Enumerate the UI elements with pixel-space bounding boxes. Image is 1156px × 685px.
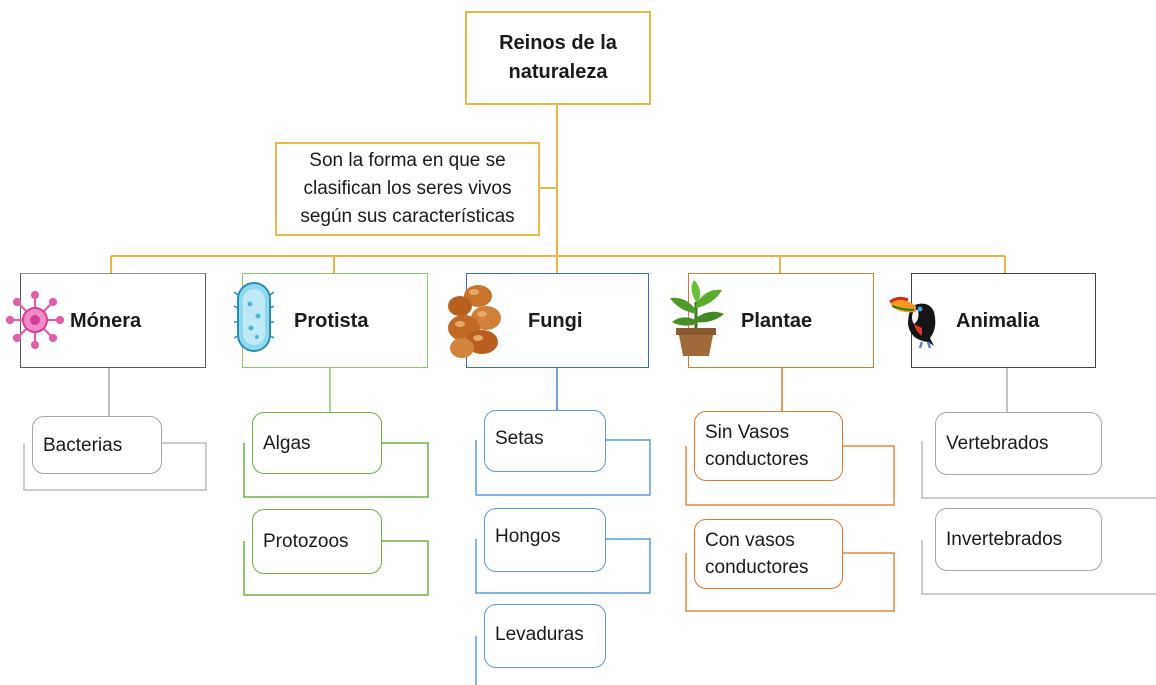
- definition-label: Son la forma en que se clasifican los se…: [300, 150, 515, 227]
- kingdom-protista: [242, 273, 428, 368]
- shadow-sin-vasos: [685, 445, 895, 506]
- potted-plant-icon: [664, 280, 728, 361]
- leaf-label: Hongos: [495, 526, 561, 547]
- bacillus-icon: [233, 280, 275, 359]
- kingdom-name-plantae: Plantae: [741, 310, 813, 332]
- leaf-levaduras: Levaduras: [484, 604, 606, 668]
- shadow-hongos: [475, 538, 651, 594]
- leaf-label: Setas: [495, 428, 544, 449]
- leaf-hongos: Hongos: [484, 508, 606, 572]
- shadow-bacterias: [23, 442, 207, 491]
- leaf-label: Levaduras: [495, 624, 584, 645]
- shadow-invertebrados: [921, 540, 1156, 595]
- mushroom-icon: [442, 280, 506, 367]
- shadow-con-vasos: [685, 552, 895, 612]
- leaf-bacterias: Bacterias: [32, 416, 162, 474]
- leaf-invertebrados: Invertebrados: [935, 508, 1102, 571]
- leaf-protozoos: Protozoos: [252, 509, 382, 574]
- leaf-con-vasos-conductores: Con vasos conductores: [694, 519, 843, 589]
- leaf-label: Protozoos: [263, 531, 349, 552]
- leaf-vertebrados: Vertebrados: [935, 412, 1102, 475]
- leaf-sin-vasos-conductores: Sin Vasos conductores: [694, 411, 843, 481]
- microbe-icon: [5, 290, 65, 355]
- kingdom-animalia: [911, 273, 1096, 368]
- root-node: Reinos de la naturaleza: [465, 11, 651, 105]
- shadow-vertebrados: [921, 441, 1156, 499]
- shadow-algas: [243, 442, 429, 498]
- shadow-setas: [475, 439, 651, 496]
- kingdom-name-animalia: Animalia: [956, 310, 1040, 332]
- kingdom-name-protista: Protista: [294, 310, 369, 332]
- leaf-label: Algas: [263, 432, 311, 454]
- shadow-protozoos: [243, 540, 429, 596]
- kingdom-plantae: [688, 273, 874, 368]
- leaf-algas: Algas: [252, 412, 382, 474]
- toucan-icon: [888, 284, 954, 355]
- root-label: Reinos de la naturaleza: [499, 32, 617, 83]
- leaf-label: Sin Vasos conductores: [705, 422, 809, 470]
- leaf-label: Invertebrados: [946, 529, 1063, 550]
- definition-note: Son la forma en que se clasifican los se…: [275, 142, 540, 236]
- kingdom-name-fungi: Fungi: [528, 310, 583, 332]
- kingdom-name-monera: Mónera: [70, 310, 142, 332]
- leaf-label: Vertebrados: [946, 433, 1049, 454]
- leaf-label: Bacterias: [43, 434, 123, 456]
- leaf-label: Con vasos conductores: [705, 530, 809, 578]
- leaf-setas: Setas: [484, 410, 606, 472]
